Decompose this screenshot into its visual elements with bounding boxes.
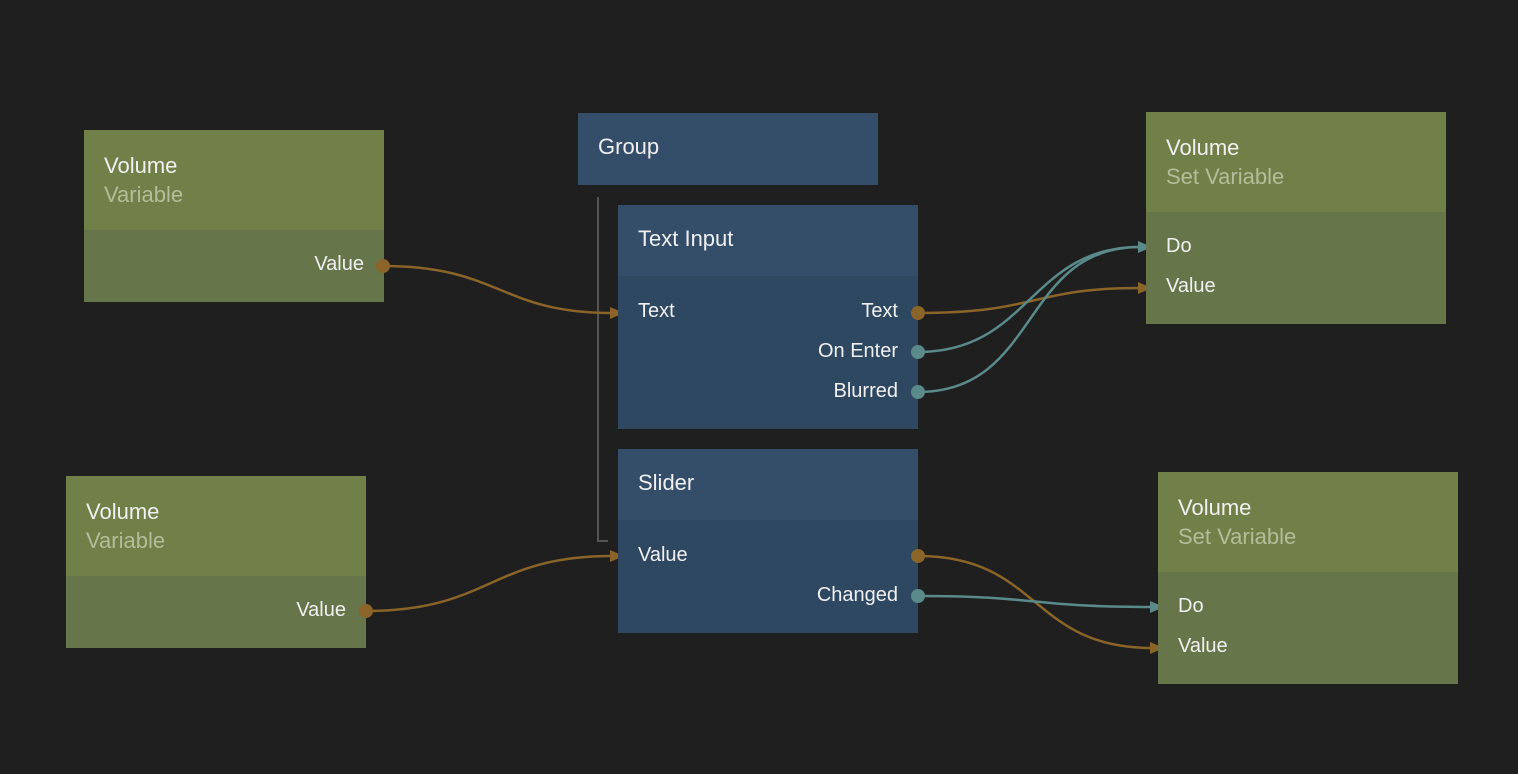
wire-changed-to-set-do[interactable] <box>917 594 1153 609</box>
node-type: Set Variable <box>1166 164 1285 189</box>
wire-variable-to-slider-value[interactable] <box>365 554 613 613</box>
arrow-icon <box>1150 601 1164 613</box>
node-title: Group <box>598 134 660 159</box>
group-child-bracket <box>597 197 608 542</box>
port-value-output[interactable]: Value <box>314 253 364 275</box>
text-input-node[interactable]: Text Input Text Text On Enter Blurred <box>618 205 918 429</box>
arrow-icon <box>1138 241 1152 253</box>
wire-onenter-to-set-do[interactable] <box>917 245 1141 354</box>
port-do-input[interactable]: Do <box>1178 595 1204 617</box>
wire-textinput-text-to-set-value[interactable] <box>917 286 1141 315</box>
node-title: Volume <box>1178 495 1252 520</box>
arrowheads <box>610 241 1164 654</box>
wire-variable-to-textinput-text[interactable] <box>382 264 613 315</box>
node-title: Volume <box>86 499 160 524</box>
node-title: Volume <box>1166 135 1240 160</box>
node-type: Set Variable <box>1178 524 1297 549</box>
port-value-input[interactable]: Value <box>1166 275 1216 297</box>
port-text-output[interactable]: Text <box>861 300 898 322</box>
port-value-input[interactable]: Value <box>638 544 688 566</box>
arrow-icon <box>1138 282 1152 294</box>
port-value-output[interactable]: Value <box>296 599 346 621</box>
wire-blurred-to-set-do[interactable] <box>917 245 1141 394</box>
node-title: Volume <box>104 153 178 178</box>
node-title: Text Input <box>638 226 734 251</box>
arrow-icon <box>1150 642 1164 654</box>
arrow-icon <box>610 307 624 319</box>
node-type: Variable <box>86 528 166 553</box>
group-node[interactable]: Group <box>578 113 878 185</box>
port-on-enter-output[interactable]: On Enter <box>817 340 898 362</box>
port-value-input[interactable]: Value <box>1178 635 1228 657</box>
arrow-icon <box>610 550 624 562</box>
slider-node[interactable]: Slider Value Changed <box>618 449 918 633</box>
node-type: Variable <box>104 182 184 207</box>
port-text-input[interactable]: Text <box>638 300 675 322</box>
port-changed-output[interactable]: Changed <box>816 584 898 606</box>
port-blurred-output[interactable]: Blurred <box>833 380 898 402</box>
port-do-input[interactable]: Do <box>1166 235 1192 257</box>
node-title: Slider <box>638 470 695 495</box>
